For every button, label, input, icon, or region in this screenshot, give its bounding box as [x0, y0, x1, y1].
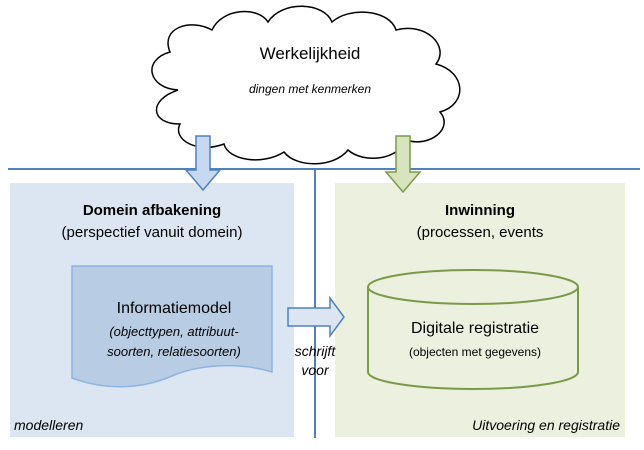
vertical-divider	[314, 168, 316, 438]
left-corner-label: modelleren	[14, 417, 84, 433]
left-panel-title: Domein afbakening	[82, 202, 222, 219]
connector-label-line2: voor	[301, 362, 329, 378]
database-shape	[367, 269, 579, 390]
document-title: Informatiemodel	[116, 300, 232, 317]
right-panel-title: Inwinning	[445, 202, 515, 219]
document-subtitle: (objecttypen, attribuut- soorten, relati…	[76, 322, 272, 362]
document-subtitle-line2: soorten, relatiesoorten)	[107, 344, 241, 359]
cloud-title: Werkelijkheid	[259, 44, 361, 63]
down-arrow-right	[384, 135, 422, 194]
connector-label-line1: schrijft	[294, 343, 336, 359]
document-subtitle-line1: (objecttypen, attribuut-	[109, 324, 239, 339]
right-corner-label: Uitvoering en registratie	[472, 417, 620, 433]
document-shape	[71, 265, 273, 388]
database-title: Digitale registratie	[410, 320, 540, 337]
left-panel-subtitle: (perspectief vanuit domein)	[61, 224, 243, 241]
database-subtitle: (objecten met gegevens)	[408, 345, 542, 359]
cloud-subtitle: dingen met kenmerken	[248, 82, 372, 96]
connector-label: schrijft voor	[282, 342, 348, 380]
horizontal-divider	[8, 168, 640, 170]
down-arrow-left	[184, 135, 222, 192]
right-panel-subtitle: (processen, events	[416, 224, 544, 241]
right-arrow	[287, 295, 345, 339]
cloud-shape	[151, 5, 461, 165]
